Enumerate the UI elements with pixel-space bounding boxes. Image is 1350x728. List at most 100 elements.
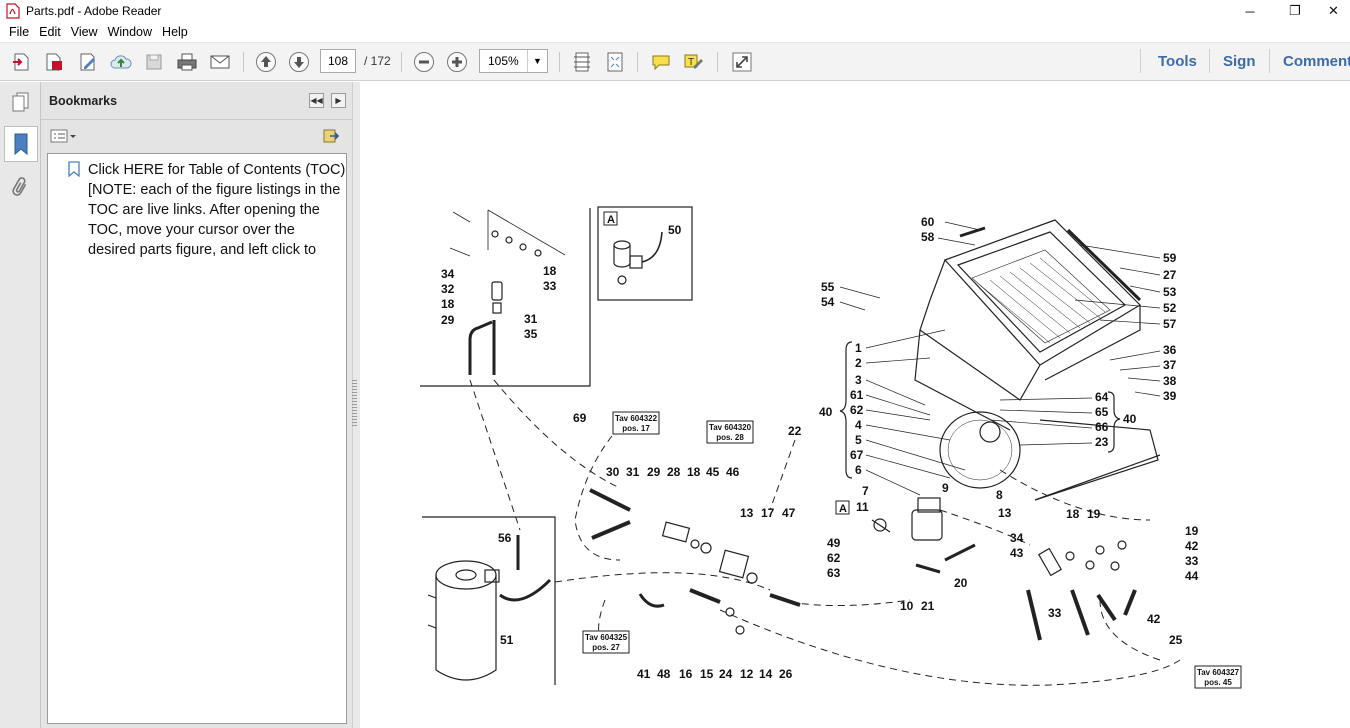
callout-6: 6 [855, 463, 862, 477]
tab-tools[interactable]: Tools [1158, 53, 1197, 70]
window-title: Parts.pdf - Adobe Reader [26, 4, 162, 18]
create-pdf-icon[interactable] [8, 50, 34, 74]
bookmarks-panel-icon[interactable] [4, 126, 38, 162]
callout-7: 7 [862, 484, 869, 498]
callout-52: 52 [1163, 301, 1177, 315]
collapse-panel-icon[interactable]: ◀◀ [309, 93, 324, 108]
callout-45: 45 [706, 465, 720, 479]
callout-36: 36 [1163, 343, 1177, 357]
callout-23: 23 [1095, 435, 1109, 449]
callout-17: 17 [761, 506, 775, 520]
callout-27: 27 [1163, 268, 1177, 282]
callout-35: 35 [524, 327, 538, 341]
ref-tag-4: Tav 604327 [1197, 668, 1240, 677]
callout-3: 3 [855, 373, 862, 387]
callout-13: 13 [998, 506, 1012, 520]
ref-tag-2: Tav 604320 [709, 423, 752, 432]
menu-help[interactable]: Help [162, 25, 188, 39]
menu-bar: File Edit View Window Help [0, 22, 1350, 43]
full-screen-icon[interactable] [729, 50, 755, 74]
panel-title: Bookmarks [49, 94, 118, 108]
callout-11: 11 [856, 500, 869, 514]
tab-sign[interactable]: Sign [1223, 53, 1256, 70]
splitter-grip[interactable] [352, 380, 357, 428]
minimize-button[interactable]: ─ [1245, 3, 1255, 19]
callout-30: 30 [606, 465, 620, 479]
fit-page-icon[interactable] [602, 50, 628, 74]
callout-32: 32 [441, 282, 455, 296]
document-view[interactable]: Tav 604322 pos. 17 Tav 604320 pos. 28 Ta… [360, 82, 1350, 728]
comment-icon[interactable] [648, 50, 674, 74]
callout-48: 48 [657, 667, 671, 681]
options-menu-icon[interactable] [50, 129, 76, 148]
callout-60: 60 [921, 215, 935, 229]
callout-58: 58 [921, 230, 935, 244]
callout-31: 31 [524, 312, 538, 326]
menu-window[interactable]: Window [107, 25, 153, 39]
zoom-in-icon[interactable] [444, 50, 470, 74]
callout-56: 56 [498, 531, 512, 545]
chevron-down-icon[interactable]: ▼ [527, 50, 547, 72]
callout-5: 5 [855, 433, 862, 447]
callout-49: 49 [827, 536, 841, 550]
zoom-out-icon[interactable] [411, 50, 437, 74]
callout-42: 42 [1147, 612, 1161, 626]
callout-64: 64 [1095, 390, 1109, 404]
tab-comment[interactable]: Comment [1283, 53, 1350, 70]
callout-65: 65 [1095, 405, 1109, 419]
print-icon[interactable] [174, 50, 200, 74]
callout-21: 21 [921, 599, 935, 613]
zoom-select[interactable]: 105% ▼ [479, 49, 548, 73]
attachments-icon[interactable] [6, 174, 34, 202]
fit-width-icon[interactable] [569, 50, 595, 74]
ref-tag-2-pos: pos. 28 [716, 433, 744, 442]
callout-10: 10 [900, 599, 914, 613]
callout-41: 41 [637, 667, 651, 681]
page-thumbnails-icon[interactable] [6, 88, 34, 116]
callout-39: 39 [1163, 389, 1177, 403]
callout-13: 13 [740, 506, 754, 520]
callout-62: 62 [850, 403, 864, 417]
callout-57: 57 [1163, 317, 1177, 331]
cloud-upload-icon[interactable] [108, 50, 134, 74]
edit-pdf-icon[interactable] [75, 50, 101, 74]
callout-34: 34 [1010, 531, 1024, 545]
callout-66: 66 [1095, 420, 1109, 434]
ref-tag-4-pos: pos. 45 [1204, 678, 1232, 687]
highlight-icon[interactable]: T [681, 50, 707, 74]
callout-38: 38 [1163, 374, 1177, 388]
next-page-icon[interactable] [286, 50, 312, 74]
callout-40: 40 [1123, 412, 1137, 426]
callout-18: 18 [687, 465, 701, 479]
restore-button[interactable]: ❐ [1289, 3, 1301, 18]
title-bar: Parts.pdf - Adobe Reader [0, 0, 1350, 22]
pdf-file-icon [6, 3, 20, 19]
callout-18: 18 [1066, 507, 1080, 521]
zoom-value: 105% [488, 54, 519, 68]
callout-59: 59 [1163, 251, 1177, 265]
bookmark-toc[interactable]: Click HERE for Table of Contents (TOC) [… [88, 162, 346, 258]
ref-tag-3: Tav 604325 [585, 633, 628, 642]
expand-bookmark-icon[interactable] [322, 128, 340, 149]
callout-33: 33 [1048, 606, 1062, 620]
close-button[interactable]: ✕ [1328, 3, 1339, 18]
callout-40: 40 [819, 405, 833, 419]
callout-51: 51 [500, 633, 514, 647]
ref-tag-1: Tav 604322 [615, 414, 658, 423]
callout-numbers: 3432182918333135506058592753525755541236… [441, 215, 1199, 681]
export-pdf-icon[interactable] [41, 50, 67, 74]
callout-44: 44 [1185, 569, 1199, 583]
menu-view[interactable]: View [70, 25, 98, 39]
callout-20: 20 [954, 576, 968, 590]
menu-edit[interactable]: Edit [39, 25, 61, 39]
callout-37: 37 [1163, 358, 1177, 372]
callout-50: 50 [668, 223, 682, 237]
menu-file[interactable]: File [9, 25, 30, 39]
page-number-input[interactable]: 108 [320, 49, 356, 73]
parts-diagram: Tav 604322 pos. 17 Tav 604320 pos. 28 Ta… [420, 206, 1242, 689]
email-icon[interactable] [207, 50, 233, 74]
save-icon[interactable] [141, 50, 167, 74]
callout-29: 29 [441, 313, 455, 327]
expand-panel-icon[interactable]: ▶ [331, 93, 346, 108]
previous-page-icon[interactable] [253, 50, 279, 74]
